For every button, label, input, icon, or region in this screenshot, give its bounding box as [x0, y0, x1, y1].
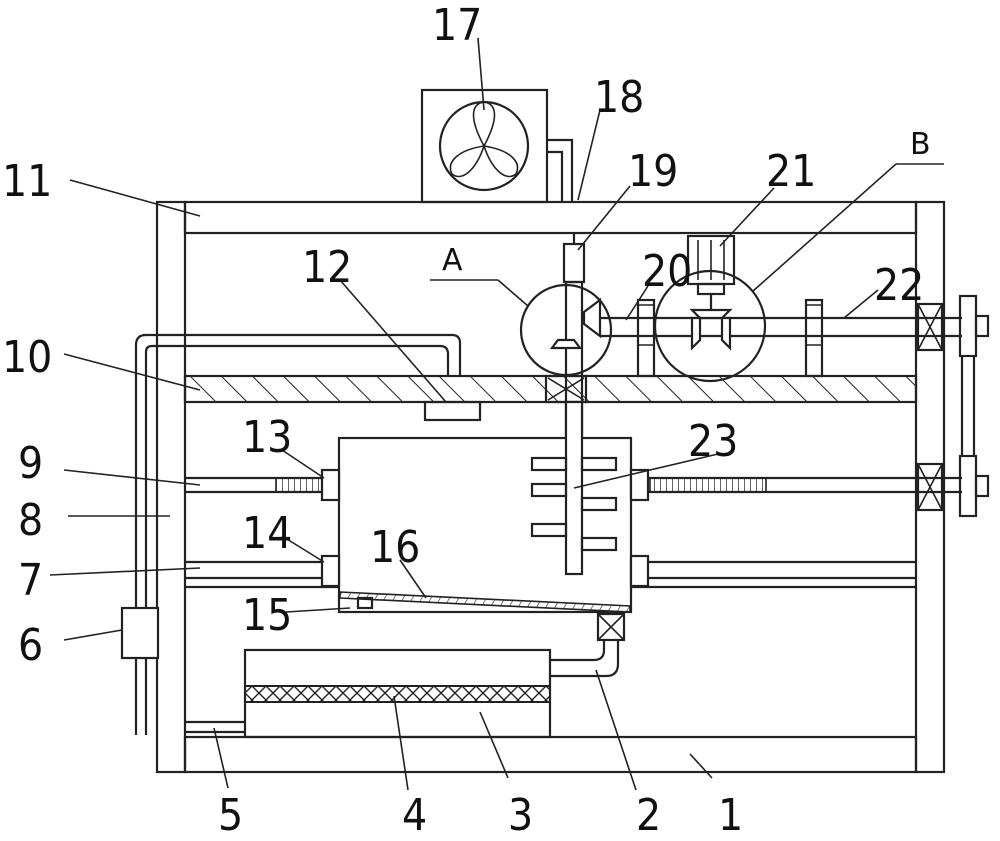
- air-pipe-outer: [547, 138, 574, 202]
- bearing-lower-cross: [917, 463, 943, 511]
- fan-blade-icon: [449, 145, 486, 178]
- outlet-valve-cross: [597, 613, 625, 641]
- label-19: 19: [628, 146, 678, 197]
- slider-block-14: [320, 554, 341, 588]
- shaft-seal-cross: [547, 377, 585, 401]
- paddle: [580, 456, 618, 472]
- label-20: 20: [642, 246, 692, 297]
- pulley-hub-top: [974, 314, 990, 338]
- outlet-pipe-outer: [550, 640, 620, 678]
- outlet-pipe-inner: [550, 640, 606, 662]
- pulley-hub-bottom: [974, 474, 990, 498]
- label-b: B: [910, 127, 931, 162]
- bevel-gear-lower: [549, 338, 583, 350]
- left-post: [155, 200, 187, 774]
- pulley-bottom: [958, 454, 978, 518]
- label-4: 4: [402, 790, 427, 841]
- paddle: [580, 496, 618, 512]
- label-1: 1: [718, 790, 743, 841]
- sieve-vibrator: [356, 596, 374, 610]
- side-pipe-outer: [134, 333, 185, 735]
- outlet-valve: [596, 612, 626, 642]
- label-7: 7: [18, 555, 43, 606]
- pulley-top: [958, 294, 978, 358]
- bearing-lower: [916, 462, 944, 512]
- upper-pipe-inner: [185, 344, 450, 376]
- valve-box: [120, 606, 160, 660]
- bearing-upper: [916, 302, 944, 352]
- motor-gear-left: [690, 316, 702, 351]
- leader-lines: [49, 37, 944, 791]
- label-13: 13: [242, 412, 292, 463]
- screw-thread-right: [649, 477, 767, 493]
- screw-thread-left: [275, 477, 323, 493]
- motor-bevel-gear: [689, 308, 733, 320]
- part-labels: 1 2 3 4 5 6 7 8 9 10 11 12 13 14 15 16 1…: [2, 0, 931, 841]
- label-3: 3: [508, 790, 533, 841]
- fan-blade-icon: [482, 145, 519, 178]
- label-23: 23: [688, 416, 738, 467]
- label-10: 10: [2, 332, 52, 383]
- label-9: 9: [18, 438, 43, 489]
- bearing-upper-cross: [917, 303, 943, 351]
- top-plate: [183, 200, 918, 235]
- motor-gear-right: [720, 316, 732, 351]
- sieve-plate: [339, 591, 631, 613]
- fan-housing: [420, 88, 549, 204]
- air-pipe-inner: [547, 150, 564, 202]
- upper-pipe-outer: [185, 333, 462, 376]
- label-12: 12: [302, 242, 352, 293]
- label-5: 5: [218, 790, 243, 841]
- label-14: 14: [242, 508, 292, 559]
- paddle: [580, 536, 618, 552]
- label-18: 18: [594, 72, 644, 123]
- label-17: 17: [432, 0, 482, 51]
- label-22: 22: [874, 260, 924, 311]
- paddle: [530, 456, 568, 472]
- label-6: 6: [18, 620, 43, 671]
- support-marks: [638, 304, 822, 346]
- label-21: 21: [766, 146, 816, 197]
- paddle: [530, 522, 568, 538]
- label-a: A: [442, 243, 463, 278]
- bearing-block: [562, 242, 586, 284]
- spray-nozzle: [423, 400, 482, 422]
- label-8: 8: [18, 495, 43, 546]
- nut-block-13: [320, 468, 341, 502]
- paddle: [530, 482, 568, 498]
- slider-block-right: [629, 554, 650, 588]
- label-15: 15: [242, 590, 292, 641]
- nut-block-right: [629, 468, 650, 502]
- bevel-gear-side: [582, 297, 602, 339]
- shaft-support-right: [804, 298, 824, 378]
- side-pipe-inner: [144, 344, 185, 735]
- shaft-support-left: [636, 298, 656, 378]
- label-11: 11: [2, 156, 52, 207]
- filter-layer: [244, 685, 551, 703]
- right-post: [914, 200, 946, 774]
- base-plate: [183, 735, 918, 774]
- label-2: 2: [636, 790, 661, 841]
- motor-flange: [696, 282, 726, 296]
- detail-circle-b: [653, 269, 767, 383]
- label-16: 16: [370, 522, 420, 573]
